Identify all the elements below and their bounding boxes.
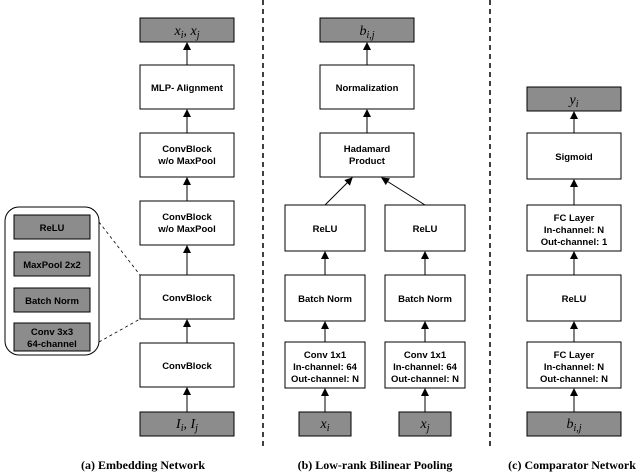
comparator-output-label: yi <box>568 93 579 110</box>
convblock-detail-panel <box>4 206 100 356</box>
fc-bottom-line3: Out-channel: N <box>540 374 608 385</box>
fc-bottom-box <box>526 341 622 389</box>
fc-top-line3: Out-channel: 1 <box>541 237 608 248</box>
embedding-network: xi, xj MLP- Alignment ConvBlock w/o MaxP… <box>4 17 235 472</box>
arrow-relu-left-to-hadamard <box>324 177 353 206</box>
zoom-line-bottom <box>98 318 141 343</box>
batchnorm-left-label: Batch Norm <box>298 294 352 305</box>
convblock-nomaxpool-bottom-box <box>139 200 235 246</box>
batchnorm-right-box <box>384 274 466 322</box>
batchnorm-right-label: Batch Norm <box>398 294 452 305</box>
mlp-alignment-label: MLP- Alignment <box>151 83 224 94</box>
normalization-label: Normalization <box>336 83 399 94</box>
relu-left-label: ReLU <box>313 224 338 235</box>
convblock-lower-label: ConvBlock <box>162 361 212 372</box>
convblock-nomaxpool-top-line2: w/o MaxPool <box>157 156 216 167</box>
conv-left-line3: Out-channel: N <box>291 374 359 385</box>
fc-bottom-line1: FC Layer <box>554 350 595 361</box>
comparator-relu-box <box>526 274 622 322</box>
comparator-output-box <box>526 86 622 112</box>
conv-left-line2: In-channel: 64 <box>293 362 358 373</box>
caption-embedding: (a) Embedding Network <box>81 458 205 472</box>
comparator-input-box <box>526 411 622 437</box>
convblock-nomaxpool-bottom-line2: w/o MaxPool <box>157 224 216 235</box>
normalization-box <box>319 64 415 110</box>
hadamard-box <box>319 132 415 178</box>
convblock-nomaxpool-bottom-line1: ConvBlock <box>162 212 212 223</box>
conv-right-line2: In-channel: 64 <box>393 362 458 373</box>
input-right-label: xj <box>420 417 430 434</box>
detail-maxpool-label: MaxPool 2x2 <box>23 260 81 271</box>
conv-right-line3: Out-channel: N <box>391 374 459 385</box>
hadamard-line1: Hadamard <box>344 144 391 155</box>
convblock-lower-box <box>139 342 235 388</box>
fc-top-line1: FC Layer <box>554 213 595 224</box>
caption-bilinear: (b) Low-rank Bilinear Pooling <box>298 458 453 472</box>
fc-top-line2: In-channel: N <box>544 225 604 236</box>
mlp-alignment-box <box>139 64 235 110</box>
embedding-output-label: xi, xj <box>174 24 200 41</box>
input-left-label: xi <box>320 417 330 434</box>
hadamard-line2: Product <box>349 156 386 167</box>
embedding-input-box <box>139 411 235 437</box>
detail-relu-label: ReLU <box>40 223 65 234</box>
detail-batchnorm-label: Batch Norm <box>25 296 79 307</box>
convblock-nomaxpool-top-line1: ConvBlock <box>162 144 212 155</box>
conv-left-box <box>284 341 366 389</box>
conv-left-line1: Conv 1x1 <box>304 350 347 361</box>
arrow-relu-right-to-hadamard <box>381 177 426 206</box>
relu-right-box <box>384 204 466 252</box>
detail-conv-box <box>13 322 91 352</box>
fc-bottom-line2: In-channel: N <box>544 362 604 373</box>
relu-left-box <box>284 204 366 252</box>
bilinear-pooling: bi,j Normalization Hadamard Product ReLU… <box>284 17 466 472</box>
comparator-input-label: bi,j <box>566 417 581 434</box>
relu-right-label: ReLU <box>413 224 438 235</box>
detail-conv-line2: 64-channel <box>27 339 77 350</box>
detail-batchnorm-box <box>13 287 91 313</box>
detail-relu-box <box>13 214 91 240</box>
caption-comparator: (c) Comparator Network <box>508 458 636 472</box>
convblock-nomaxpool-top-box <box>139 132 235 178</box>
input-left-box <box>298 411 352 437</box>
embedding-input-label: Ii, Ij <box>175 417 198 434</box>
fc-top-box <box>526 204 622 252</box>
detail-maxpool-box <box>13 251 91 277</box>
comparator-network: yi Sigmoid FC Layer In-channel: N Out-ch… <box>508 86 636 472</box>
conv-right-line1: Conv 1x1 <box>404 350 447 361</box>
convblock-upper-label: ConvBlock <box>162 293 212 304</box>
zoom-line-top <box>98 221 141 276</box>
bilinear-output-label: bi,j <box>359 24 374 41</box>
detail-conv-line1: Conv 3x3 <box>31 327 73 338</box>
sigmoid-label: Sigmoid <box>555 152 593 163</box>
comparator-relu-label: ReLU <box>562 294 587 305</box>
